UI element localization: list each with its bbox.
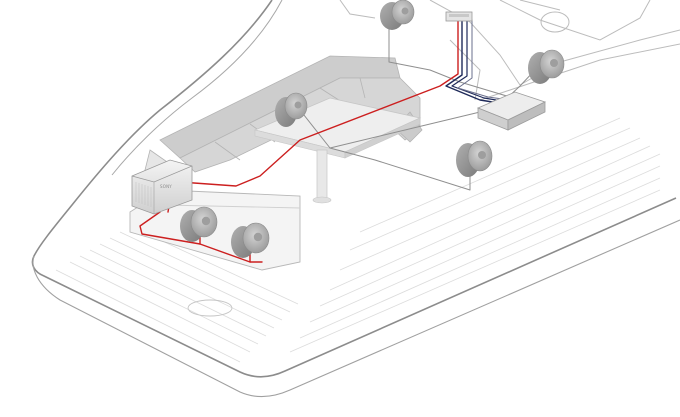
navy-wire-bundle-2 (451, 19, 509, 103)
navy-wire-bundle-1 (445, 19, 506, 105)
navy-wire-bundle-3 (457, 19, 511, 101)
speaker-icon (180, 206, 218, 242)
gray-wire-left-upper (299, 109, 331, 149)
deck-planking (55, 117, 661, 363)
amplifier-icon: SONY (131, 159, 193, 215)
speaker-icon (275, 92, 308, 127)
speaker-right-upper (528, 49, 565, 84)
speaker-icon (380, 0, 415, 30)
head-unit-icon (445, 11, 473, 22)
boat-hull (31, 0, 680, 398)
wiring-harness (139, 19, 536, 263)
speaker-center-right (456, 140, 493, 177)
speaker-icon (231, 222, 270, 258)
speaker-rear-right (231, 222, 270, 258)
stern-hatch (187, 299, 233, 317)
speaker-icon (528, 49, 565, 84)
speaker-center-left (275, 92, 308, 127)
gray-wire-top-speaker (388, 21, 521, 101)
gray-wire-amp-link (329, 111, 481, 149)
speaker-top-center (380, 0, 415, 30)
red-wire-to-rear-speakers (139, 211, 263, 263)
speaker-icon (456, 140, 493, 177)
speaker-rear-left (180, 206, 218, 242)
gray-wire-mid-speaker (329, 147, 471, 191)
marine-receiver-icon (476, 91, 547, 131)
amplifier-brand-label: SONY (160, 184, 172, 189)
